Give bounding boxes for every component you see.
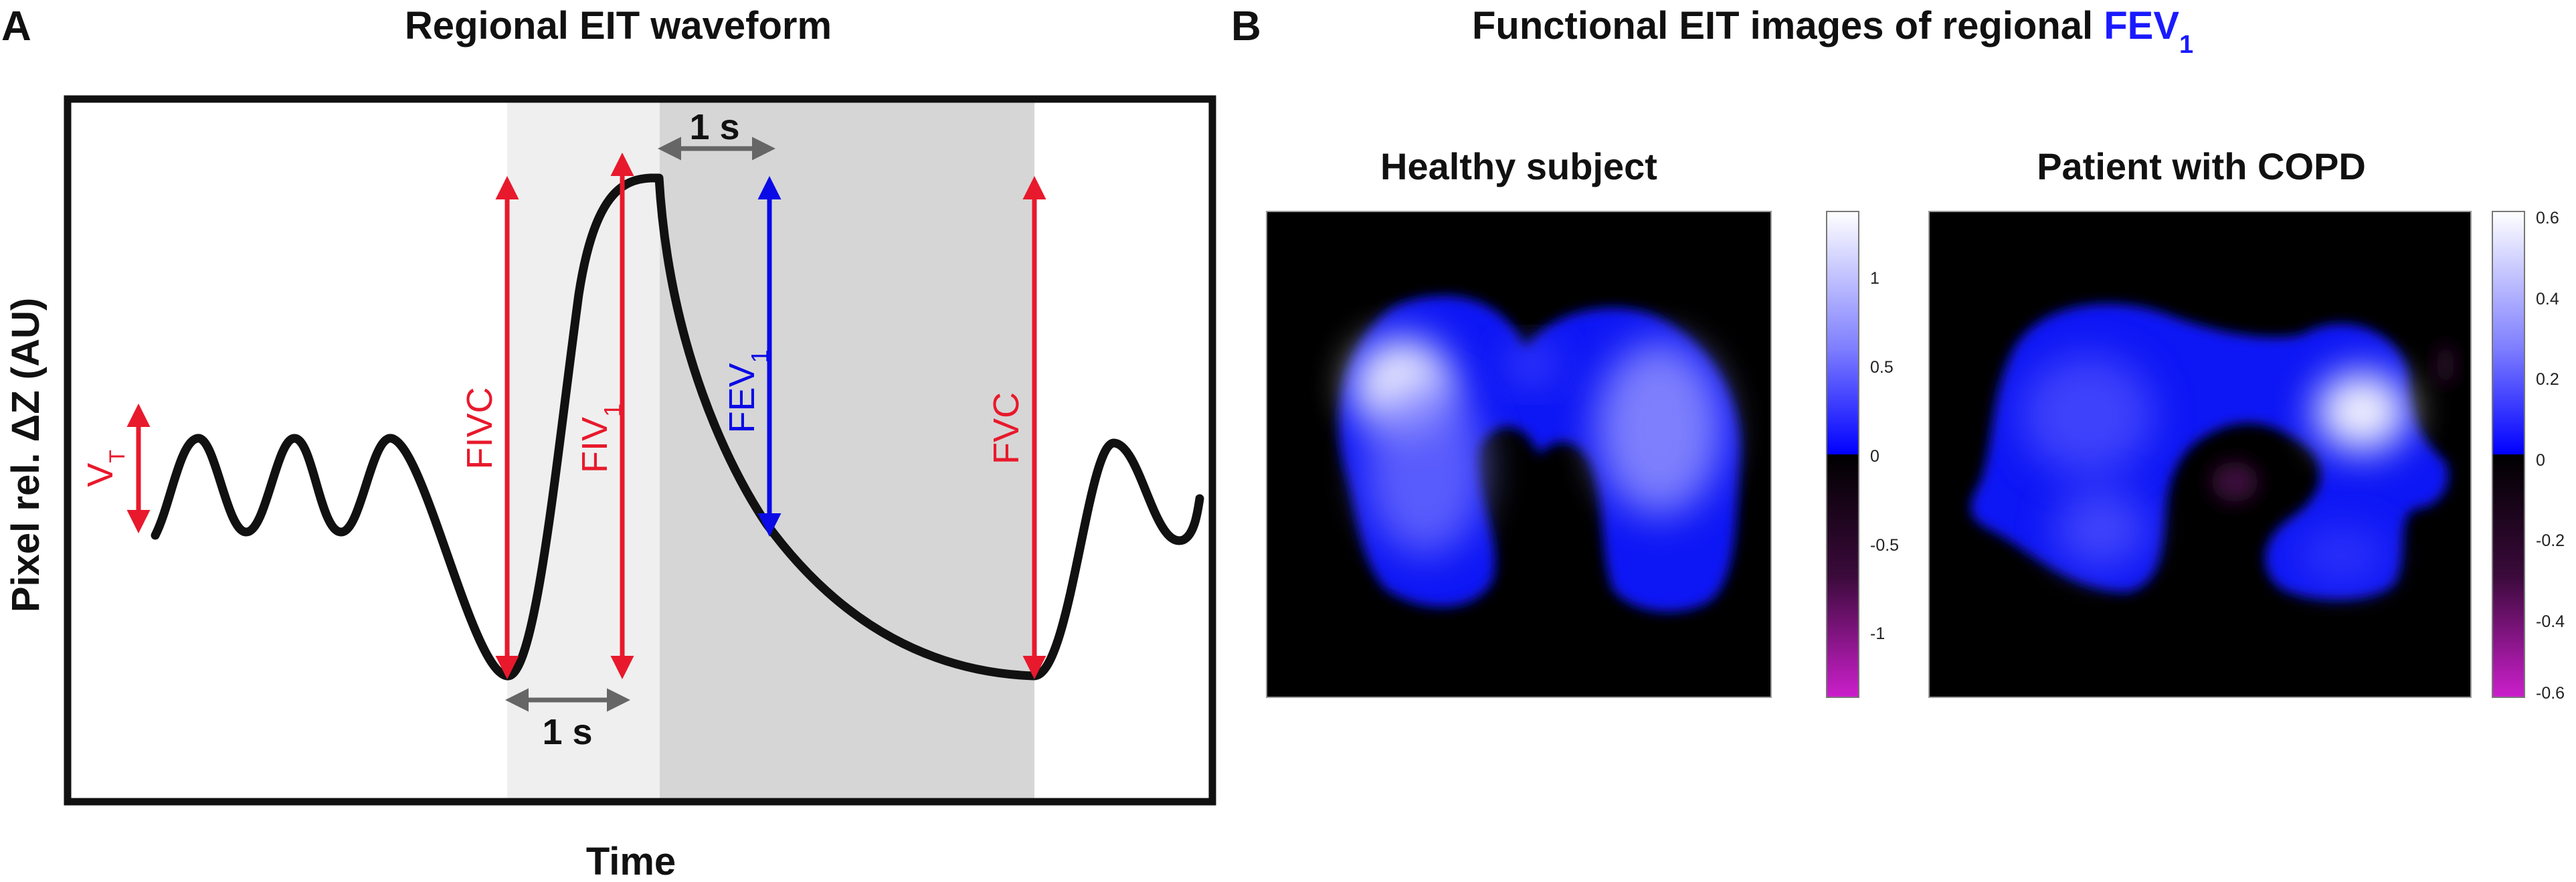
copd-colorbar: 0.6 0.4 0.2 0 -0.2 -0.4 -0.6 xyxy=(2492,209,2565,703)
healthy-colorbar-tick: 0 xyxy=(1870,447,1879,466)
fev1-label-main: FEV xyxy=(722,363,762,434)
expiration-shade xyxy=(660,99,1034,802)
fev1-label-sub: 1 xyxy=(746,349,773,363)
healthy-colorbar-tick: 1 xyxy=(1870,269,1879,288)
panel-b-title-sub: 1 xyxy=(2179,31,2193,59)
copd-right-highlight xyxy=(2315,371,2409,452)
waveform-plot-frame xyxy=(64,95,1216,806)
healthy-colorbar: 1 0.5 0 -0.5 -1 xyxy=(1826,211,1899,698)
x-axis-label: Time xyxy=(586,840,676,882)
panel-a: A Regional EIT waveform VT FIVC FIV1 FEV… xyxy=(1,3,1216,882)
copd-left-glow xyxy=(2021,355,2154,475)
copd-colorbar-gradient xyxy=(2492,211,2525,698)
vt-label: VT xyxy=(80,450,129,487)
copd-eit-image xyxy=(1929,211,2471,697)
fiv1-label: FIV1 xyxy=(575,404,626,473)
panel-a-title: Regional EIT waveform xyxy=(405,4,832,48)
fiv1-label-sub: 1 xyxy=(599,404,626,417)
copd-colorbar-tick: -0.6 xyxy=(2536,684,2565,703)
one-second-bottom-label: 1 s xyxy=(542,712,592,752)
copd-colorbar-tick: 0 xyxy=(2536,451,2545,470)
copd-lower-right-glow xyxy=(2295,525,2389,586)
one-second-top-label: 1 s xyxy=(689,107,739,147)
fev1-label: FEV1 xyxy=(722,349,773,433)
copd-image-frame xyxy=(1928,211,2472,698)
healthy-bridge-glow xyxy=(1505,345,1559,385)
panel-b: B Functional EIT images of regional FEV1… xyxy=(1231,3,2565,703)
healthy-image-frame xyxy=(1266,211,1772,698)
fiv1-label-main: FIV xyxy=(575,417,615,473)
copd-colorbar-tick: 0.4 xyxy=(2536,290,2559,308)
healthy-colorbar-gradient xyxy=(1826,211,1859,698)
healthy-colorbar-tick: -1 xyxy=(1870,624,1885,643)
copd-purple-spot-edge xyxy=(2436,345,2455,385)
copd-purple-spot xyxy=(2211,462,2258,502)
y-axis-label: Pixel rel. ΔZ (AU) xyxy=(4,298,48,612)
vt-label-sub: T xyxy=(105,450,129,463)
copd-colorbar-tick: 0.6 xyxy=(2536,209,2559,228)
panel-a-letter: A xyxy=(1,3,31,50)
panel-b-letter: B xyxy=(1231,3,1261,50)
healthy-left-lung-glow xyxy=(1365,381,1485,555)
panel-b-title-prefix: Functional EIT images of regional xyxy=(1472,4,2104,48)
fvc-label: FVC xyxy=(986,392,1026,464)
copd-colorbar-tick: -0.2 xyxy=(2536,531,2565,550)
inspiration-shade xyxy=(507,99,660,802)
healthy-right-lung-glow xyxy=(1596,341,1723,515)
healthy-colorbar-tick: -0.5 xyxy=(1870,536,1899,555)
copd-colorbar-tick: 0.2 xyxy=(2536,370,2559,389)
copd-lower-left-glow xyxy=(2054,489,2148,569)
copd-image-title: Patient with COPD xyxy=(2037,145,2366,187)
eit-waveform-curve xyxy=(151,173,1204,681)
healthy-colorbar-tick: 0.5 xyxy=(1870,358,1894,377)
fivc-label: FIVC xyxy=(460,387,500,469)
healthy-image-title: Healthy subject xyxy=(1380,145,1657,187)
vt-label-main: V xyxy=(80,463,120,487)
copd-colorbar-tick: -0.4 xyxy=(2536,612,2565,631)
panel-b-title-highlight: FEV xyxy=(2104,4,2179,48)
healthy-eit-image xyxy=(1267,211,1771,697)
panel-b-title: Functional EIT images of regional FEV1 xyxy=(1472,4,2193,59)
